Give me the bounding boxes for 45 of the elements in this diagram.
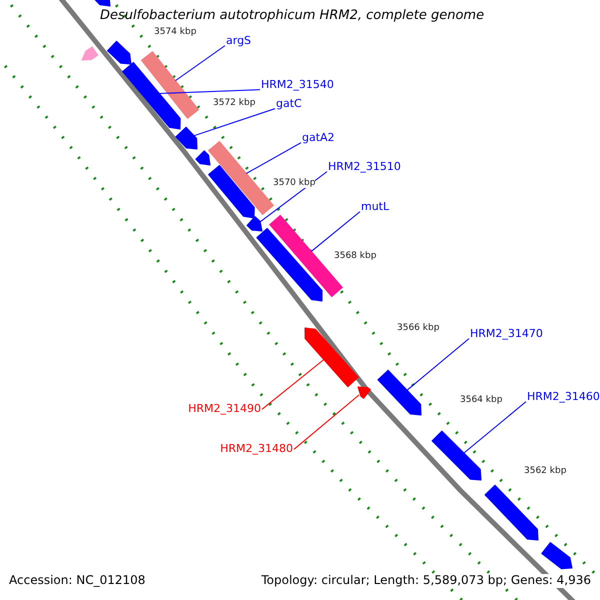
gene-feature [304, 328, 359, 388]
gene-label: gatA2 [302, 132, 335, 145]
leader-line [158, 89, 260, 94]
leader-line [463, 401, 526, 454]
gene-feature [358, 386, 371, 399]
accession-text: Accession: NC_012108 [9, 574, 146, 588]
gene-feature [541, 542, 572, 570]
gene-label: HRM2_31460 [527, 391, 600, 404]
leader-line [310, 211, 360, 252]
gene-feature [195, 150, 210, 166]
gene-feature [432, 430, 482, 480]
gene-label: HRM2_31540 [261, 79, 334, 92]
gene-feature [122, 62, 181, 130]
leader-line [246, 142, 302, 174]
leader-line [260, 171, 328, 222]
gene-feature [377, 370, 422, 416]
gene-feature [175, 126, 198, 150]
gene-feature [82, 46, 98, 60]
leader-line [406, 338, 470, 391]
leader-line [294, 394, 360, 450]
gene-label: HRM2_31470 [470, 328, 543, 341]
gene-label: HRM2_31510 [328, 161, 401, 174]
gene-feature [208, 165, 255, 218]
gene-label: mutL [361, 201, 390, 214]
gene-bar [208, 141, 274, 215]
gene-feature [484, 484, 538, 540]
leader-line [262, 359, 324, 410]
gene-label: gatC [276, 98, 302, 111]
gene-feature [107, 40, 132, 64]
gene-label: HRM2_31480 [220, 443, 293, 456]
genome-stats-text: Topology: circular; Length: 5,589,073 bp; Genes: 4,936 [261, 574, 591, 588]
scale-label: 3574 kbp [154, 27, 196, 38]
leader-line [174, 45, 226, 82]
gene-bar [141, 51, 199, 119]
title: Desulfobacterium autotrophicum HRM2, complete genome [100, 9, 484, 24]
gene-feature [256, 228, 322, 302]
scale-label: 3568 kbp [334, 251, 376, 262]
scale-label: 3572 kbp [213, 98, 256, 108]
leader-line [194, 108, 276, 136]
gene-label: argS [226, 35, 252, 48]
scale-label: 3566 kbp [397, 323, 440, 334]
scale-label: 3564 kbp [460, 395, 502, 406]
scale-label: 3562 kbp [524, 466, 566, 476]
scale-label: 3570 kbp [273, 178, 316, 188]
gene-label: HRM2_31490 [188, 403, 261, 416]
